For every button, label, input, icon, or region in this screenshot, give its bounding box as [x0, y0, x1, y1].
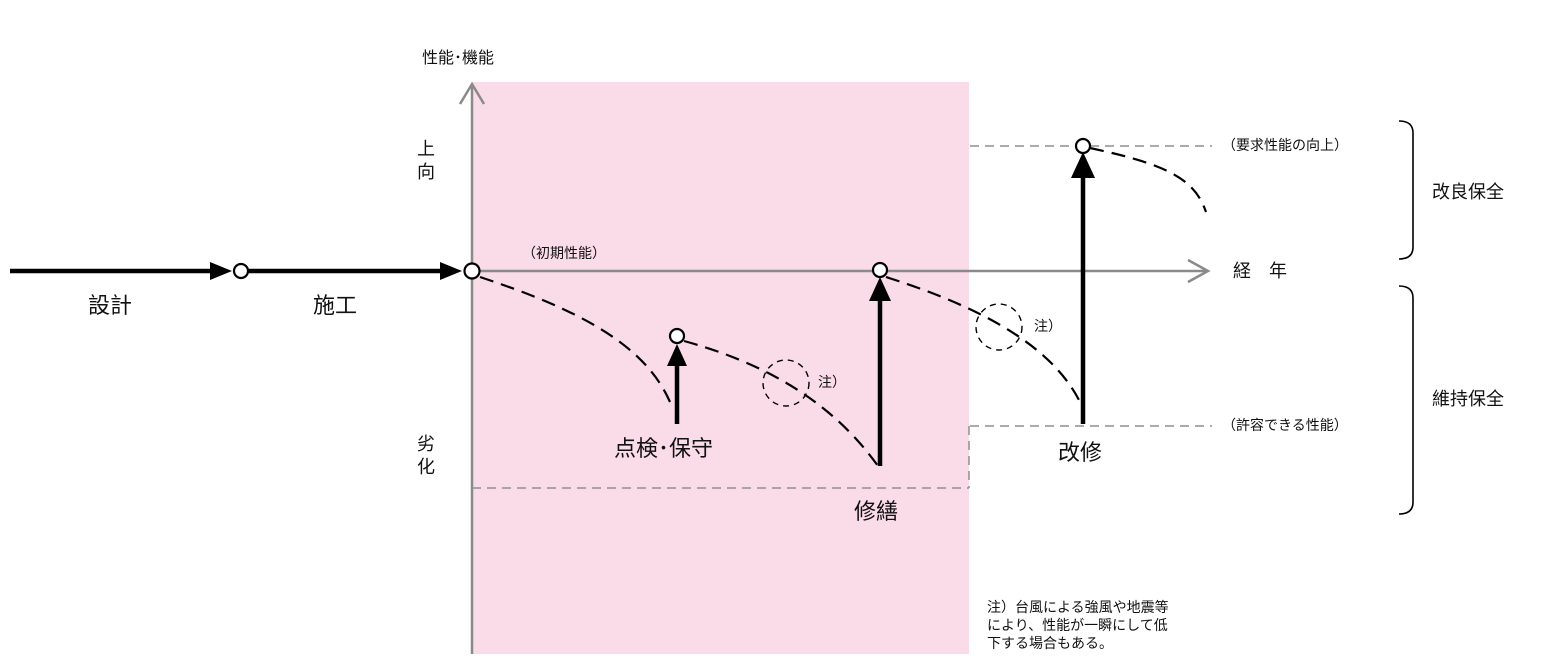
y-axis-up-label-2: 向 — [417, 162, 435, 183]
sudden-drop-circle-2 — [975, 303, 1023, 351]
node-renovation — [1074, 137, 1092, 155]
footnote-line-1: 注）台風による強風や地震等 — [987, 599, 1169, 616]
degradation-curve-2 — [683, 339, 879, 467]
node-construction-end — [463, 262, 481, 280]
improvement-maintenance-label: 改良保全 — [1432, 182, 1504, 203]
degradation-curve-4 — [1089, 146, 1208, 213]
y-axis-up-label-1: 上 — [417, 139, 435, 160]
y-axis-down-label-2: 化 — [417, 457, 435, 478]
design-label: 設計 — [88, 294, 132, 319]
x-axis-title: 経 年 — [1233, 261, 1287, 282]
improvement-brace — [1398, 120, 1414, 260]
degradation-curve-1 — [479, 275, 672, 403]
footnote-line-2: により、性能が一瞬にして低 — [987, 618, 1168, 634]
footnote-line-3: 下する場合もある。 — [987, 636, 1113, 652]
node-repair — [871, 261, 889, 279]
improved-performance-label: （要求性能の向上） — [1222, 138, 1348, 154]
renovation-label: 改修 — [1058, 441, 1102, 466]
inspection-label: 点検･保守 — [614, 437, 713, 462]
maintenance-period-highlight — [472, 82, 969, 654]
design-arrowhead — [210, 262, 232, 280]
note-mark-1: 注） — [818, 375, 846, 391]
construction-arrowhead — [440, 262, 462, 280]
preventive-maintenance-label: 維持保全 — [1432, 389, 1504, 410]
sudden-drop-circle-1 — [762, 359, 810, 407]
y-axis-down-label-1: 劣 — [417, 434, 435, 455]
node-inspection — [668, 327, 686, 345]
y-axis-arrowhead — [458, 81, 486, 105]
construction-label: 施工 — [313, 294, 357, 319]
degradation-curve-3 — [885, 275, 1082, 405]
y-axis-title: 性能･機能 — [422, 48, 494, 67]
renovation-arrowhead — [1071, 152, 1095, 178]
allowable-performance-label: （許容できる性能） — [1222, 417, 1348, 434]
inspection-arrowhead — [667, 344, 687, 366]
x-axis-arrowhead — [1187, 258, 1211, 284]
initial-performance-label: （初期性能） — [522, 245, 606, 262]
maintenance-brace — [1398, 285, 1414, 515]
node-design-end — [232, 262, 250, 280]
repair-label: 修繕 — [854, 500, 898, 525]
note-mark-2: 注） — [1034, 319, 1062, 335]
repair-arrowhead — [869, 277, 891, 301]
